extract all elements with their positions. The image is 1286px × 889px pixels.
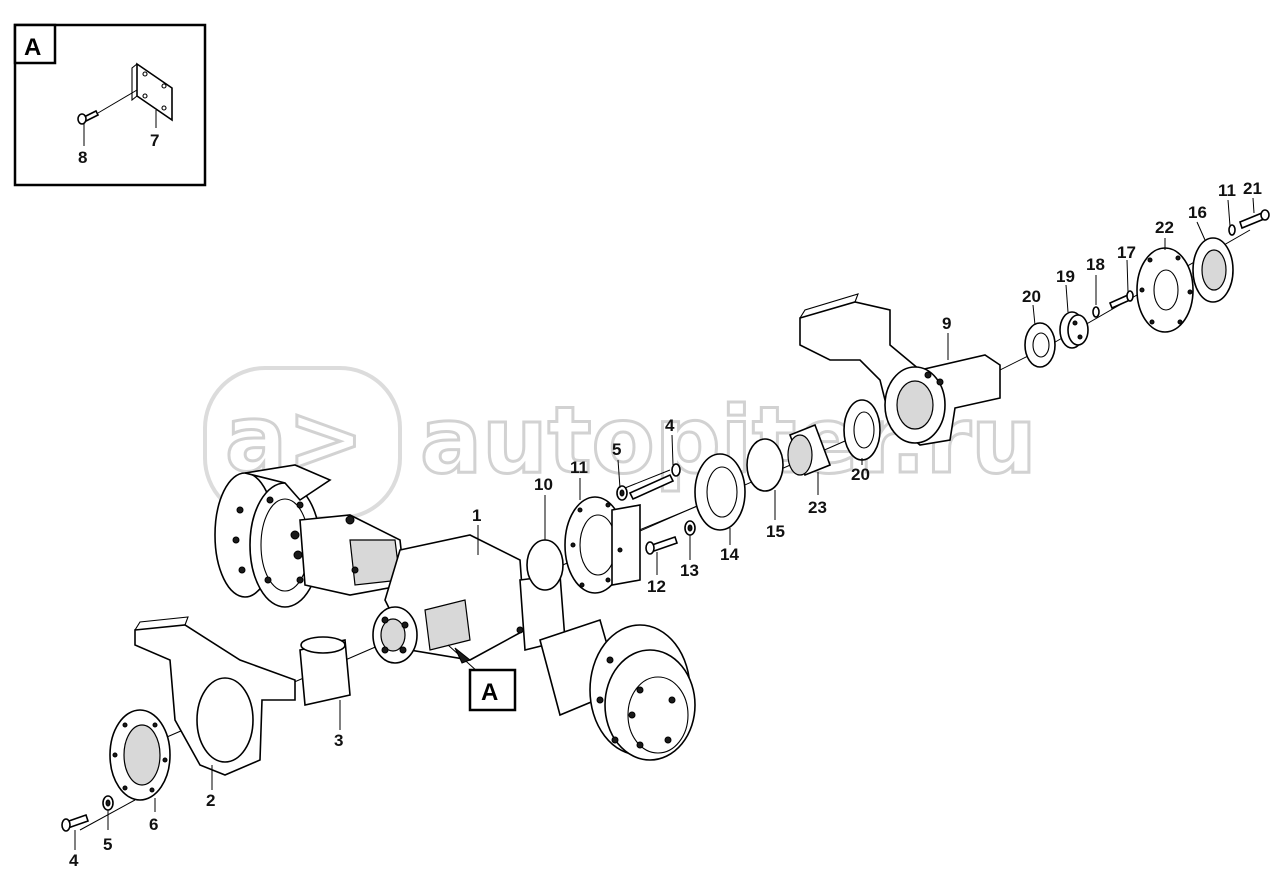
- detail-marker-box: [468, 668, 517, 712]
- left-bolt-washer: [61, 795, 114, 832]
- plate-22: [1136, 247, 1194, 333]
- left-wheel-hub: [214, 464, 406, 608]
- callout-1: 1: [472, 506, 481, 525]
- seal-flange-16: [1192, 237, 1234, 303]
- lower-bolt-washer: [645, 520, 696, 555]
- callout-9: 9: [942, 314, 951, 333]
- callout-8: 8: [78, 148, 87, 167]
- callout-19: 19: [1056, 267, 1075, 286]
- inset-detail-a: A 8 7: [13, 23, 207, 187]
- callout-20-middle: 20: [851, 465, 870, 484]
- callout-23: 23: [808, 498, 827, 517]
- inset-label-box: [13, 23, 57, 65]
- gasket-20-right: [1024, 322, 1056, 368]
- gasket-14: [694, 453, 746, 531]
- callout-3: 3: [334, 731, 343, 750]
- axle-housing: [351, 534, 566, 664]
- cap-19: [1059, 311, 1089, 349]
- callout-10: 10: [534, 475, 553, 494]
- callout-18: 18: [1086, 255, 1105, 274]
- detail-marker-label: A: [481, 679, 498, 706]
- inset-label: A: [24, 34, 41, 61]
- callout-2: 2: [206, 791, 215, 810]
- callout-4-middle: 4: [665, 416, 675, 435]
- callout-4-left: 4: [69, 851, 79, 870]
- callout-6: 6: [149, 815, 158, 834]
- inset-frame: [13, 23, 207, 187]
- bracket-plate: [136, 62, 173, 122]
- callout-16: 16: [1188, 203, 1207, 222]
- callout-17: 17: [1117, 243, 1136, 262]
- o-ring-15: [746, 438, 784, 492]
- right-bolt-washer: [1092, 290, 1134, 318]
- callout-11-right: 11: [1218, 181, 1236, 200]
- middle-bolt-washer: [616, 463, 681, 501]
- callout-21: 21: [1243, 179, 1262, 198]
- gasket-20-middle: [843, 399, 881, 461]
- callout-13: 13: [680, 561, 699, 580]
- callout-7: 7: [150, 131, 159, 150]
- leader-lines: [74, 197, 1255, 850]
- sleeve: [299, 636, 351, 706]
- callout-15: 15: [766, 522, 785, 541]
- callout-20-right: 20: [1022, 287, 1041, 306]
- middle-flange: [564, 496, 641, 594]
- o-ring-10: [526, 539, 564, 591]
- callout-5-left: 5: [103, 835, 112, 854]
- left-seal-flange: [109, 709, 171, 801]
- callout-12: 12: [647, 577, 666, 596]
- right-mounting-bracket: [799, 293, 1001, 446]
- callout-14: 14: [720, 545, 739, 564]
- left-mounting-bracket: [134, 616, 296, 776]
- callout-11-middle: 11: [570, 458, 588, 477]
- callout-22: 22: [1155, 218, 1174, 237]
- top-bolt-washer: [1228, 209, 1270, 236]
- callout-numbers: 1 2 3 4 5 6 10 11 5 4 12 13 14 15 23 20 …: [69, 179, 1262, 870]
- bushing-23: [787, 423, 832, 477]
- callout-5-middle: 5: [612, 440, 621, 459]
- detail-marker-a: A: [447, 644, 517, 712]
- right-wheel-hub: [539, 618, 696, 761]
